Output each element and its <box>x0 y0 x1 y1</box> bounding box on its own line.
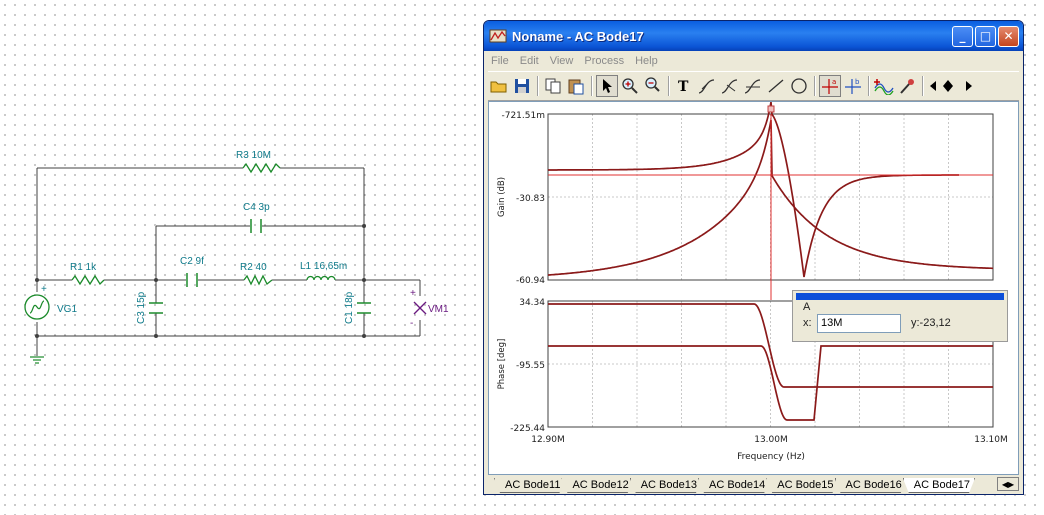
label-c4: C4 3p <box>243 202 270 213</box>
title-bar[interactable]: Noname - AC Bode17 _ □ ✕ <box>484 21 1023 51</box>
label-vm1-minus: - <box>410 318 413 329</box>
maximize-button[interactable]: □ <box>975 25 996 47</box>
save-icon[interactable] <box>511 75 533 97</box>
minimize-button[interactable]: _ <box>952 25 973 47</box>
inductor-l1[interactable] <box>306 275 336 281</box>
tab-ac-bode12[interactable]: AC Bode12 <box>561 478 633 493</box>
zoom-in-icon[interactable] <box>619 75 641 97</box>
cursor-readout-panel[interactable]: A x: 13M y:-23,12 <box>792 290 1008 342</box>
gain-axis-title: Gain (dB) <box>497 177 507 217</box>
annotate-curve-icon[interactable] <box>696 75 718 97</box>
svg-text:a: a <box>832 78 836 86</box>
capacitor-c1[interactable] <box>357 302 371 314</box>
gain-tick-bottom: -60.94 <box>516 276 545 286</box>
line-tool-icon[interactable] <box>765 75 787 97</box>
text-tool-icon[interactable]: T <box>673 75 695 97</box>
cursor-b-icon[interactable]: b <box>842 75 864 97</box>
gain-tick-top: -721.51m <box>501 111 545 121</box>
cursor-x-input[interactable]: 13M <box>817 314 901 333</box>
select-arrow-icon[interactable] <box>596 75 618 97</box>
circuit-schematic: R3 10M C4 3p R1 1k C2 9f R2 40 L1 16,65m… <box>24 150 449 364</box>
x-axis-title: Frequency (Hz) <box>737 452 805 462</box>
phase-axis-title: Phase [deg] <box>497 339 507 390</box>
x-tick-mid: 13.00M <box>754 435 788 445</box>
menu-edit[interactable]: Edit <box>519 54 539 67</box>
tab-ac-bode13[interactable]: AC Bode13 <box>630 478 702 493</box>
voltmeter-vm1[interactable] <box>413 301 427 315</box>
capacitor-c2[interactable] <box>186 273 198 287</box>
voltage-source-vg1[interactable] <box>24 294 50 320</box>
tab-ac-bode11[interactable]: AC Bode11 <box>494 478 565 493</box>
cursor-name: A <box>803 301 811 313</box>
tab-ac-bode17[interactable]: AC Bode17 <box>903 478 975 493</box>
phase-plot-frame <box>547 300 994 428</box>
copy-icon[interactable] <box>542 75 564 97</box>
phase-tick-top: 34.34 <box>519 298 545 308</box>
resistor-r3[interactable] <box>242 162 281 174</box>
cursor-readout-header[interactable] <box>796 293 1004 300</box>
label-c2: C2 9f <box>180 256 204 267</box>
zoom-100-icon[interactable] <box>642 75 664 97</box>
tab-ac-bode16[interactable]: AC Bode16 <box>835 478 907 493</box>
x-tick-right: 13.10M <box>974 435 1008 445</box>
menu-file[interactable]: File <box>491 54 509 67</box>
label-vm1-plus: + <box>410 288 416 299</box>
x-tick-left: 12.90M <box>531 435 565 445</box>
annotate-curve-3-icon[interactable] <box>742 75 764 97</box>
resistor-r1[interactable] <box>71 274 105 286</box>
nudge-arrows-icon[interactable] <box>927 75 975 97</box>
label-r3: R3 10M <box>236 150 271 161</box>
phase-tick-bottom: -225.44 <box>510 424 545 434</box>
label-c1: C1 18p <box>344 291 355 324</box>
ellipse-tool-icon[interactable] <box>788 75 810 97</box>
menu-view[interactable]: View <box>549 54 574 67</box>
toolbar: T a b <box>488 71 1019 101</box>
tab-bar: AC Bode11 AC Bode12 AC Bode13 AC Bode14 … <box>494 476 1019 493</box>
label-vm1: VM1 <box>428 304 449 315</box>
svg-text:T: T <box>678 79 689 94</box>
tab-ac-bode14[interactable]: AC Bode14 <box>698 478 770 493</box>
gain-trace-outer <box>548 102 959 278</box>
label-r2: R2 40 <box>240 262 267 273</box>
label-c3: C3 15p <box>136 291 147 324</box>
bode-window: Noname - AC Bode17 _ □ ✕ File Edit View … <box>483 20 1024 495</box>
ground-symbol <box>30 356 44 364</box>
annotate-curve-2-icon[interactable] <box>719 75 741 97</box>
menu-help[interactable]: Help <box>635 54 658 67</box>
probe-icon[interactable] <box>896 75 918 97</box>
cursor-x-label: x: <box>803 317 812 329</box>
tab-ac-bode15[interactable]: AC Bode15 <box>766 478 838 493</box>
phase-trace-upper <box>548 303 993 388</box>
cursor-y-readout: y:-23,12 <box>911 317 951 329</box>
capacitor-c3[interactable] <box>149 302 163 314</box>
gain-tick-mid: -30.83 <box>516 194 545 204</box>
menu-process[interactable]: Process <box>584 54 625 67</box>
cursor-a-handle[interactable] <box>767 105 775 113</box>
svg-text:b: b <box>855 78 860 86</box>
label-vg1-plus: + <box>41 284 47 295</box>
tab-scroll-arrows-icon[interactable]: ◀▶ <box>997 477 1019 491</box>
phase-tick-mid: -95.55 <box>516 361 545 371</box>
label-vg1: VG1 <box>57 304 77 315</box>
app-icon <box>489 29 507 43</box>
window-title: Noname - AC Bode17 <box>512 28 644 44</box>
resistor-r2[interactable] <box>243 274 273 286</box>
add-curve-icon[interactable] <box>873 75 895 97</box>
label-l1: L1 16,65m <box>300 261 347 272</box>
phase-trace-lower <box>548 345 993 421</box>
label-r1: R1 1k <box>70 262 97 273</box>
open-folder-icon[interactable] <box>488 75 510 97</box>
bode-plot[interactable]: -721.51m -30.83 -60.94 34.34 -95.55 -225… <box>489 102 1018 474</box>
close-button[interactable]: ✕ <box>998 25 1019 47</box>
bode-plot-area[interactable]: -721.51m -30.83 -60.94 34.34 -95.55 -225… <box>488 101 1019 475</box>
menu-bar: File Edit View Process Help <box>484 51 1023 70</box>
paste-icon[interactable] <box>565 75 587 97</box>
cursor-a-icon[interactable]: a <box>819 75 841 97</box>
capacitor-c4[interactable] <box>250 219 262 233</box>
